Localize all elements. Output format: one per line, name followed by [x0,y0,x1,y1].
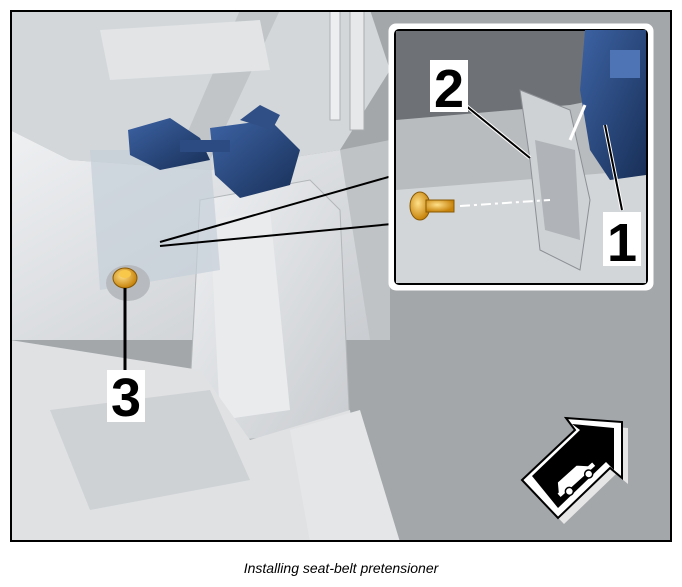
callout-2: 2 [430,59,468,119]
direction-arrow-car-icon [520,416,628,524]
callout-1: 1 [603,212,641,273]
bolt-item-3 [112,267,138,289]
figure-caption: Installing seat-belt pretensioner [243,560,439,576]
callout-number: 1 [607,213,637,273]
seat-belt-pretensioner [128,105,300,198]
bolt-icon [409,191,455,221]
callout-number: 3 [111,368,141,428]
detail-leader-lines [159,175,393,247]
callout-3: 3 [107,368,145,428]
callout-number: 2 [434,59,464,119]
figure-border [10,10,672,542]
installation-figure: 2 1 3 [10,10,672,542]
